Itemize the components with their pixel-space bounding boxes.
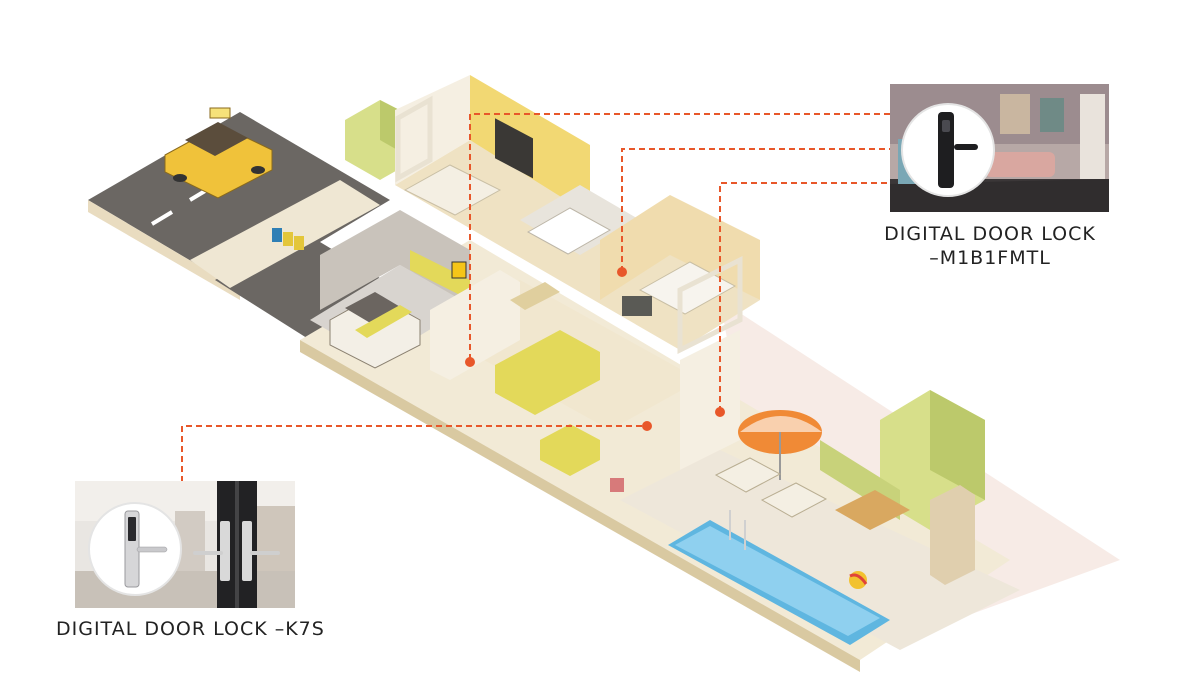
- bathtub: [526, 207, 612, 255]
- bedroom-tv: [622, 296, 652, 316]
- garage-car: [329, 292, 421, 369]
- pool-ladder: [729, 510, 746, 550]
- label-k7s: DIGITAL DOOR LOCK –K7S: [56, 618, 325, 640]
- product-photo-k7s: [75, 481, 295, 608]
- taxi: [164, 107, 273, 199]
- road: [88, 112, 390, 290]
- label-m1b1fmtl-line2: –M1B1FMTL: [929, 247, 1051, 269]
- kitchen-counter: [495, 330, 600, 415]
- lounger-2: [760, 482, 828, 518]
- house-base-side: [300, 340, 860, 672]
- callout-lines: [181, 113, 890, 482]
- dining-table: [835, 490, 910, 530]
- stairs: [510, 282, 560, 310]
- road-edge: [88, 200, 240, 300]
- trash-bins: [272, 228, 304, 250]
- label-m1b1fmtl: DIGITAL DOOR LOCK –M1B1FMTL: [880, 222, 1100, 270]
- lower-right-wall: [680, 330, 740, 470]
- tv: [495, 118, 533, 179]
- garage-wall: [320, 210, 470, 310]
- pool-deck: [620, 450, 1020, 650]
- warning-sign: [451, 261, 467, 279]
- sofa: [403, 164, 502, 216]
- callout-dots: [465, 267, 725, 431]
- beach-ball-stripe: [849, 573, 868, 585]
- pool-inner: [675, 526, 880, 636]
- bbq-grill: [930, 485, 975, 585]
- label-m1b1fmtl-line1: DIGITAL DOOR LOCK: [884, 223, 1096, 245]
- garage-wall-yellow: [410, 250, 470, 300]
- hall-wall: [430, 270, 520, 380]
- lounger-1: [714, 457, 782, 493]
- product-photo-m1b1fmtl: [890, 84, 1109, 212]
- lock-body-m1b1fmtl: [938, 112, 954, 188]
- plant-pot: [610, 478, 624, 492]
- kitchen-island: [540, 424, 600, 476]
- umbrella: [738, 410, 822, 480]
